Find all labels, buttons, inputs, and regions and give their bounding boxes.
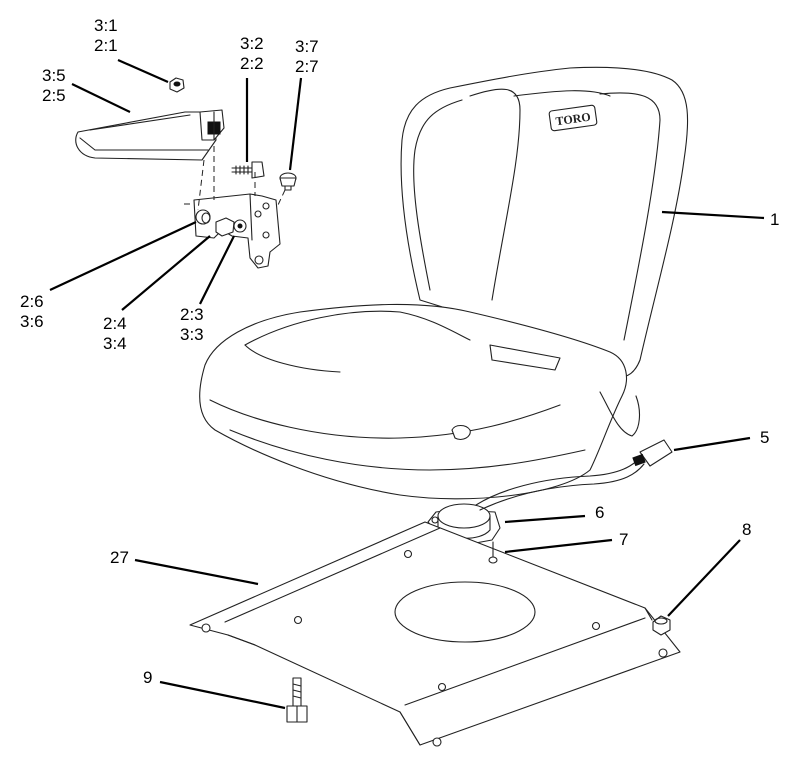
wire-connector [632,439,673,467]
callout-3-2-2-2: 3:2 2:2 [240,34,264,74]
callout-6: 6 [595,503,604,523]
callout-text: 2:3 [180,305,204,324]
callout-8: 8 [742,520,751,540]
callout-text: 3:5 [42,66,66,85]
leader-lines [49,58,765,710]
callout-text: 2:4 [103,314,127,333]
screw-7 [488,541,498,564]
callout-text: 9 [143,668,153,687]
callout-5: 5 [760,428,769,448]
callout-1: 1 [770,210,779,230]
callout-text: 6 [595,503,605,522]
callout-text: 3:1 [94,16,118,35]
seat-wire [475,457,641,506]
callout-text: 5 [760,428,770,447]
callout-text: 7 [619,530,629,549]
callout-text: 3:6 [20,312,44,331]
bushing-2-6 [195,209,211,225]
callout-7: 7 [619,530,628,550]
seat-logo-plate: TORO [548,104,598,132]
bolt-9 [286,677,308,723]
screw-2-7 [279,172,297,191]
mount-plate [189,521,681,747]
callout-text: 3:4 [103,334,127,353]
nut-2-4 [215,217,235,237]
callout-text: 2:7 [295,57,319,76]
callout-text: 3:2 [240,34,264,53]
callout-2-6-3-6: 2:6 3:6 [20,292,44,332]
callout-text: 3:7 [295,37,319,56]
callout-text: 2:5 [42,86,66,105]
seat-logo-text: TORO [555,110,592,129]
callout-text: 8 [742,520,752,539]
callout-text: 2:2 [240,54,264,73]
callout-3-1-2-1: 3:1 2:1 [94,16,118,56]
armrest [75,109,225,161]
callout-text: 3:3 [180,325,204,344]
callout-2-3-3-3: 2:3 3:3 [180,305,204,345]
callout-3-7-2-7: 3:7 2:7 [295,37,319,77]
callout-text: 2:1 [94,36,118,55]
callout-text: 2:6 [20,292,44,311]
callout-2-4-3-4: 2:4 3:4 [103,314,127,354]
seat: TORO [199,66,689,545]
washer-2-3 [233,219,247,233]
bolt-2-2 [231,161,265,179]
nut-2-1 [169,77,185,93]
callout-9: 9 [143,668,152,688]
plate-center-hole [394,581,536,643]
callout-3-5-2-5: 3:5 2:5 [42,66,66,106]
callout-27: 27 [110,548,129,568]
nut-8 [652,615,671,636]
seat-cushion [199,303,628,500]
callout-text: 27 [110,548,129,567]
callout-text: 1 [770,210,780,229]
